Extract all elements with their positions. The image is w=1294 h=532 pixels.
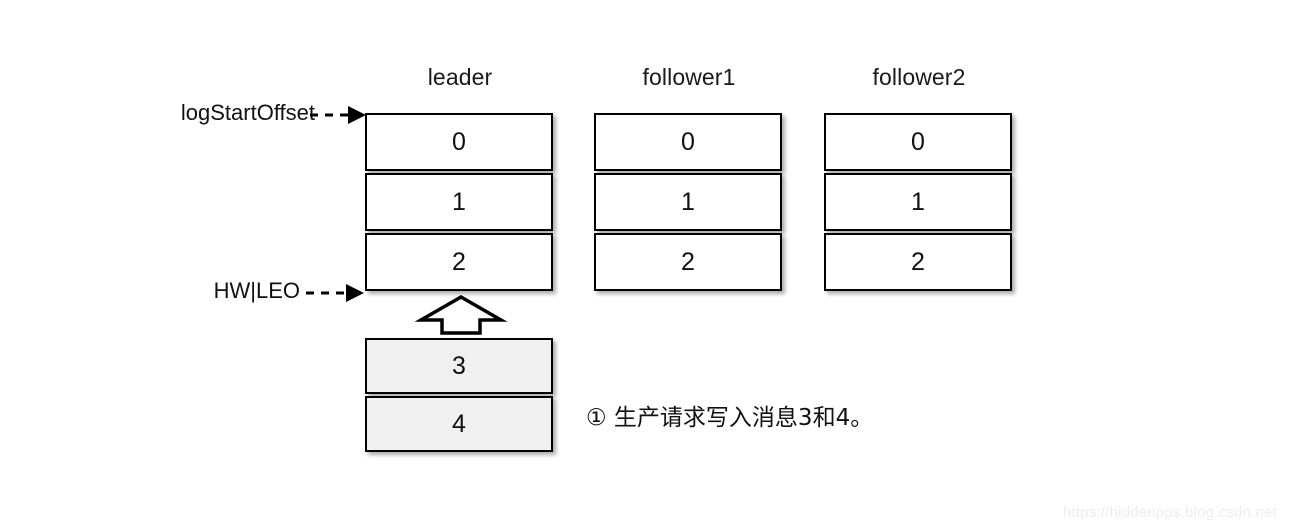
watermark: https://hiddenpps.blog.csdn.net xyxy=(1063,504,1277,521)
incoming-cell-3: 3 xyxy=(365,338,553,394)
log-cell-follower2-1: 1 xyxy=(824,173,1012,231)
log-cell-value: 1 xyxy=(452,187,466,216)
pointer-arrow-hw-leo xyxy=(306,284,364,302)
log-cell-follower1-1: 1 xyxy=(594,173,782,231)
log-cell-leader-0: 0 xyxy=(365,113,553,171)
log-cell-value: 0 xyxy=(452,127,466,156)
column-header-leader: leader xyxy=(427,64,493,90)
annotation-note: ① 生产请求写入消息3和4。 xyxy=(586,405,874,431)
column-header-follower1: follower1 xyxy=(642,64,736,90)
incoming-cell-value: 3 xyxy=(452,351,466,380)
log-cell-value: 0 xyxy=(681,127,695,156)
log-cell-leader-2: 2 xyxy=(365,233,553,291)
log-cell-follower2-0: 0 xyxy=(824,113,1012,171)
append-arrow-icon xyxy=(414,294,508,335)
log-cell-value: 1 xyxy=(911,187,925,216)
column-header-follower2: follower2 xyxy=(872,64,966,90)
log-cell-follower1-2: 2 xyxy=(594,233,782,291)
log-cell-value: 2 xyxy=(681,247,695,276)
log-cell-follower2-2: 2 xyxy=(824,233,1012,291)
log-cell-value: 0 xyxy=(911,127,925,156)
log-cell-value: 2 xyxy=(911,247,925,276)
pointer-label-logstartoffset: logStartOffset xyxy=(180,100,315,125)
log-cell-value: 2 xyxy=(452,247,466,276)
incoming-cell-4: 4 xyxy=(365,396,553,452)
pointer-label-hw-leo: HW|LEO xyxy=(213,278,300,303)
log-cell-value: 1 xyxy=(681,187,695,216)
log-cell-leader-1: 1 xyxy=(365,173,553,231)
log-cell-follower1-0: 0 xyxy=(594,113,782,171)
incoming-cell-value: 4 xyxy=(452,409,466,438)
pointer-arrow-logstartoffset xyxy=(310,106,366,124)
